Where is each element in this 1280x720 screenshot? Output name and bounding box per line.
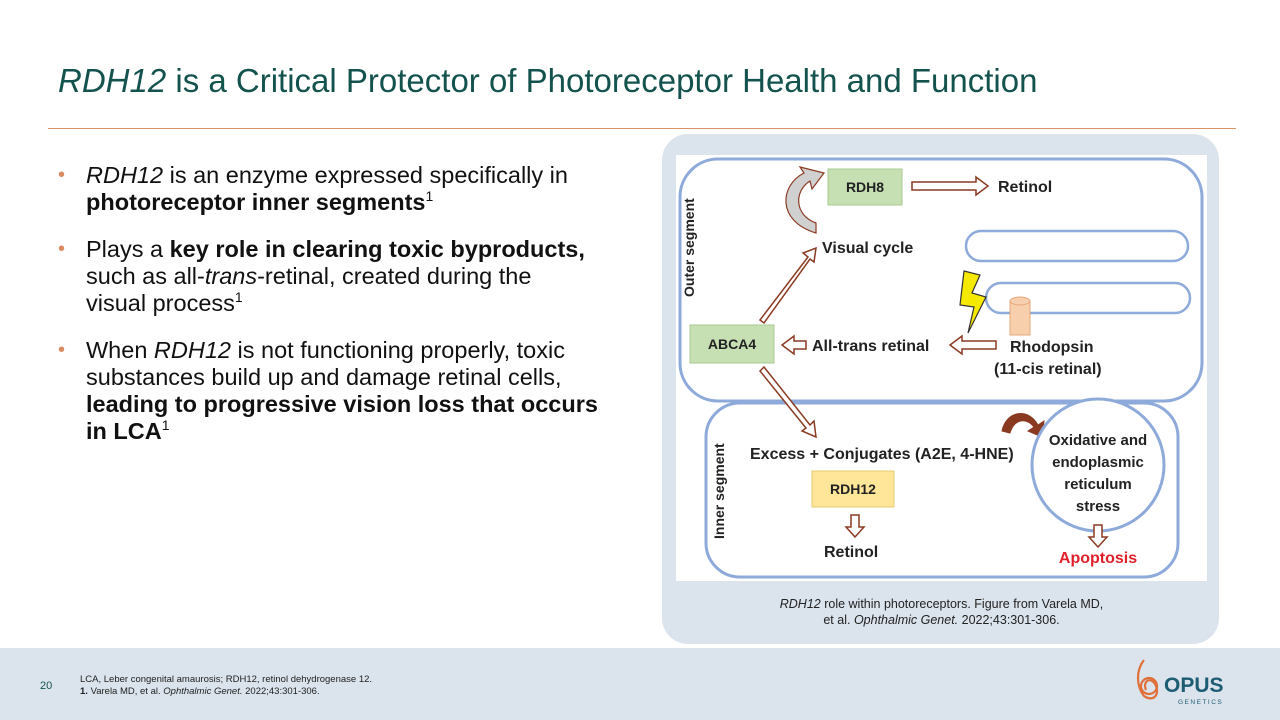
logo-mark-icon — [1136, 659, 1159, 700]
page-title: RDH12 is a Critical Protector of Photore… — [58, 62, 1038, 99]
svg-text:All-trans retinal: All-trans retinal — [812, 338, 929, 355]
light-bolt-icon — [959, 270, 987, 334]
svg-text:OPUS: OPUS — [1164, 674, 1224, 697]
arrow-abca4-visual-cycle — [758, 246, 817, 325]
svg-text:Retinol: Retinol — [824, 544, 878, 561]
svg-text:endoplasmic: endoplasmic — [1052, 454, 1144, 471]
arrow-retinal-abca4 — [780, 334, 807, 356]
svg-text:RDH8: RDH8 — [846, 179, 884, 195]
svg-text:Retinol: Retinol — [998, 179, 1052, 196]
svg-text:(11-cis retinal): (11-cis retinal) — [994, 361, 1102, 378]
svg-text:reticulum: reticulum — [1064, 476, 1132, 493]
outer-segment-label: Outer segment — [681, 198, 697, 297]
svg-text:RDH12: RDH12 — [830, 481, 876, 497]
rdh8-box — [827, 168, 903, 206]
bullet-list: RDH12 is an enzyme expressed specificall… — [58, 162, 598, 465]
disc-membrane — [964, 229, 1190, 263]
arrow-stress-apoptosis — [1087, 524, 1109, 549]
title-divider — [48, 128, 1236, 129]
svg-text:Oxidative and: Oxidative and — [1049, 432, 1147, 449]
arrow-rhodopsin-retinal — [948, 334, 997, 356]
opus-genetics-logo: OPUS GENETICS — [1136, 659, 1224, 706]
bullet-item: RDH12 is an enzyme expressed specificall… — [58, 162, 598, 216]
footer-bar — [0, 648, 1280, 720]
svg-text:GENETICS: GENETICS — [1178, 699, 1223, 706]
inner-segment-box — [704, 401, 1180, 579]
apoptosis-label: Apoptosis — [1059, 550, 1137, 567]
bullet-item: Plays a key role in clearing toxic bypro… — [58, 236, 598, 317]
page-number: 20 — [40, 680, 53, 692]
arrow-rdh8-retinol — [911, 175, 990, 197]
svg-text:stress: stress — [1076, 498, 1120, 515]
abca4-box — [689, 324, 775, 364]
svg-text:Visual cycle: Visual cycle — [822, 240, 913, 257]
svg-text:Excess + Conjugates (A2E, 4-HN: Excess + Conjugates (A2E, 4-HNE) — [750, 446, 1014, 463]
inner-segment-label: Inner segment — [711, 443, 727, 539]
stress-arrow — [1001, 413, 1045, 438]
bullet-item: When RDH12 is not functioning properly, … — [58, 337, 598, 445]
photoreceptor-diagram: Outer segment Inner segment RDH8 Retinol… — [676, 155, 1207, 581]
rdh12-box — [811, 470, 895, 508]
svg-text:Rhodopsin: Rhodopsin — [1010, 339, 1094, 356]
arrow-rdh12-retinol — [844, 514, 866, 539]
rhodopsin-icon — [1009, 296, 1031, 336]
visual-cycle-arrow — [785, 166, 826, 234]
footnotes: LCA, Leber congenital amaurosis; RDH12, … — [80, 674, 373, 697]
figure-caption: RDH12 role within photoreceptors. Figure… — [779, 597, 1104, 627]
outer-segment-box — [678, 157, 1204, 403]
svg-text:ABCA4: ABCA4 — [708, 336, 756, 352]
arrow-abca4-excess — [758, 365, 817, 439]
